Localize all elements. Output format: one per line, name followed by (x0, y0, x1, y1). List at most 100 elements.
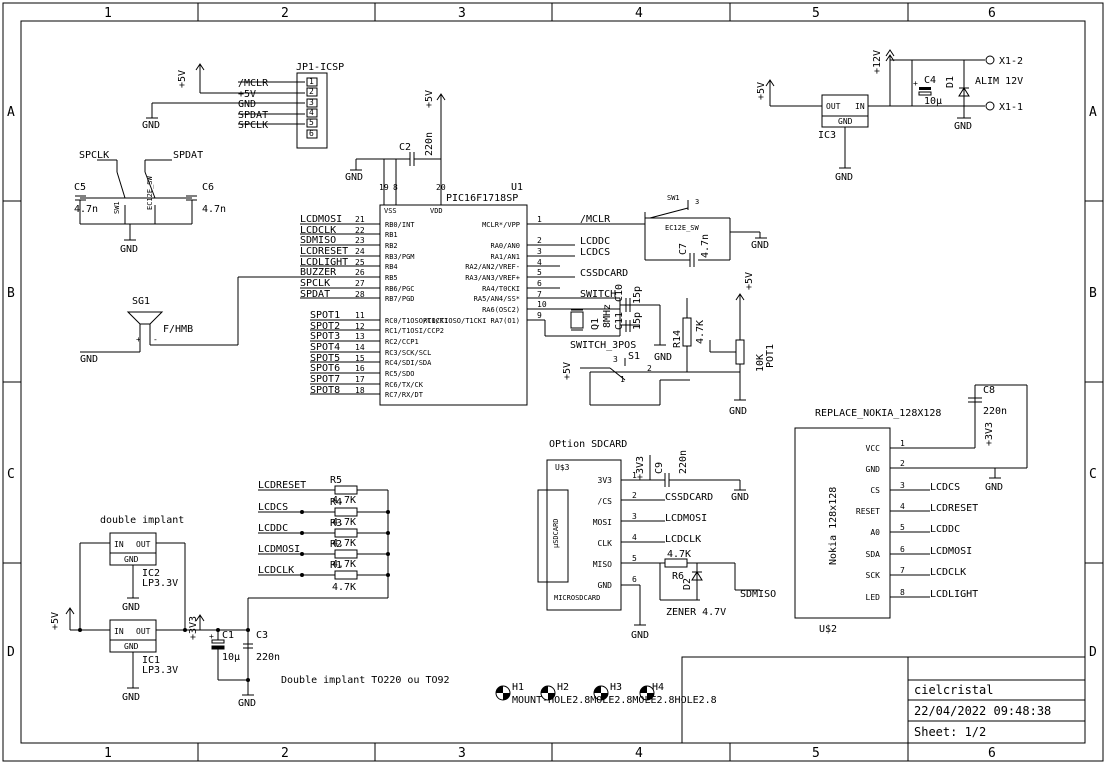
svg-text:D: D (1089, 645, 1097, 660)
svg-text:1: 1 (620, 375, 625, 384)
svg-text:LCDCLK: LCDCLK (258, 565, 294, 576)
outer-frame (2, 2, 1104, 762)
svg-text:IN: IN (114, 540, 124, 549)
svg-text:GND: GND (142, 120, 160, 131)
svg-text:LCDDC: LCDDC (930, 524, 960, 535)
svg-text:13: 13 (355, 332, 365, 341)
svg-text:B: B (1089, 286, 1097, 301)
svg-text:MICROSDCARD: MICROSDCARD (554, 594, 600, 602)
svg-text:25: 25 (355, 258, 365, 267)
c2-decoupling: C2 220n +5V GND (345, 90, 446, 205)
svg-text:9: 9 (537, 311, 542, 320)
svg-text:1: 1 (309, 77, 314, 86)
svg-text:+5V: +5V (756, 82, 767, 100)
svg-text:4: 4 (900, 502, 905, 511)
svg-text:RA0/AN0: RA0/AN0 (490, 242, 520, 250)
svg-text:U$3: U$3 (555, 463, 570, 472)
svg-text:4: 4 (635, 6, 643, 21)
svg-text:GND: GND (122, 602, 140, 613)
svg-text:Q1: Q1 (590, 318, 601, 330)
svg-text:15p: 15p (632, 312, 643, 330)
svg-text:3: 3 (458, 746, 466, 761)
svg-text:5: 5 (632, 554, 637, 563)
svg-text:/MCLR: /MCLR (580, 214, 611, 225)
svg-text:RA3/AN3/VREF+: RA3/AN3/VREF+ (465, 274, 520, 282)
svg-text:RA2/AN2/VREF-: RA2/AN2/VREF- (465, 263, 520, 271)
svg-text:6: 6 (988, 746, 996, 761)
svg-text:4.7K: 4.7K (332, 495, 356, 506)
svg-text:X1-2: X1-2 (999, 56, 1023, 67)
svg-text:OUT: OUT (826, 102, 841, 111)
svg-text:C9: C9 (654, 462, 665, 474)
svg-text:4: 4 (309, 108, 314, 117)
svg-text:R5: R5 (330, 475, 342, 486)
svg-text:RC4/SDI/SDA: RC4/SDI/SDA (385, 359, 432, 367)
svg-text:IC2: IC2 (142, 568, 160, 579)
svg-text:RC2/CCP1: RC2/CCP1 (385, 338, 419, 346)
sheet-number: Sheet: 1/2 (914, 725, 986, 739)
svg-text:4: 4 (632, 533, 637, 542)
svg-text:4.7K: 4.7K (332, 559, 356, 570)
svg-text:SPOT2: SPOT2 (310, 321, 340, 332)
svg-text:R4: R4 (330, 497, 342, 508)
svg-text:GND: GND (729, 406, 747, 417)
svg-text:GND: GND (122, 692, 140, 703)
svg-text:GND: GND (345, 172, 363, 183)
svg-text:GND: GND (838, 117, 853, 126)
svg-text:4: 4 (537, 258, 542, 267)
svg-text:GND: GND (120, 244, 138, 255)
svg-text:H1: H1 (512, 682, 524, 693)
svg-text:1: 1 (104, 6, 112, 21)
svg-text:LCDRESET: LCDRESET (300, 246, 348, 257)
svg-text:BUZZER: BUZZER (300, 267, 337, 278)
svg-text:C5: C5 (74, 182, 86, 193)
svg-text:RC0/T1OSO/T1CKI RA7(O1): RC0/T1OSO/T1CKI RA7(O1) (423, 317, 520, 325)
svg-text:16: 16 (355, 364, 365, 373)
svg-text:5: 5 (812, 6, 820, 21)
svg-text:3: 3 (613, 355, 618, 364)
svg-text:4.7n: 4.7n (700, 234, 711, 258)
project-datetime: 22/04/2022 09:48:38 (914, 704, 1051, 718)
svg-text:10µ: 10µ (222, 652, 240, 663)
svg-text:RC5/SDO: RC5/SDO (385, 370, 415, 378)
svg-text:OPtion SDCARD: OPtion SDCARD (549, 439, 627, 450)
svg-text:B: B (7, 286, 15, 301)
svg-text:20: 20 (436, 183, 446, 192)
svg-text:-: - (153, 335, 158, 344)
svg-text:LCDMOSI: LCDMOSI (930, 546, 972, 557)
svg-text:GND: GND (124, 642, 139, 651)
svg-text:LCDRESET: LCDRESET (258, 480, 306, 491)
svg-text:220n: 220n (983, 406, 1007, 417)
svg-text:+3V3: +3V3 (635, 456, 646, 480)
svg-text:+5V: +5V (177, 70, 188, 88)
regulator-note: Double implant TO220 ou TO92 (281, 675, 450, 686)
svg-text:C11: C11 (614, 312, 625, 330)
svg-text:SDMISO: SDMISO (740, 589, 776, 600)
svg-text:4.7K: 4.7K (332, 517, 356, 528)
svg-text:SWITCH: SWITCH (580, 289, 616, 300)
svg-text:LCDCS: LCDCS (930, 482, 960, 493)
svg-text:MISO: MISO (593, 560, 612, 569)
svg-text:GND: GND (985, 482, 1003, 493)
svg-text:C6: C6 (202, 182, 214, 193)
svg-text:RB7/PGD: RB7/PGD (385, 295, 415, 303)
svg-text:SPOT6: SPOT6 (310, 363, 340, 374)
svg-text:SPOT1: SPOT1 (310, 310, 340, 321)
svg-text:GND: GND (954, 121, 972, 132)
svg-text:18: 18 (355, 386, 365, 395)
svg-text:C: C (1089, 467, 1097, 482)
svg-text:GND: GND (835, 172, 853, 183)
svg-text:SPDAT: SPDAT (173, 150, 203, 161)
svg-text:23: 23 (355, 236, 365, 245)
oscillator: Q1 8MHz C10 15p C11 15p GND (544, 284, 692, 372)
svg-text:220n: 220n (678, 450, 689, 474)
svg-text:6: 6 (988, 6, 996, 21)
svg-text:GND: GND (631, 630, 649, 641)
svg-text:RC0/T1OSO/T1CKI: RC0/T1OSO/T1CKI (385, 317, 448, 325)
svg-text:GND: GND (751, 240, 769, 251)
svg-text:H2: H2 (557, 682, 569, 693)
svg-text:X1-1: X1-1 (999, 102, 1023, 113)
svg-text:RA6(OSC2): RA6(OSC2) (482, 306, 520, 314)
